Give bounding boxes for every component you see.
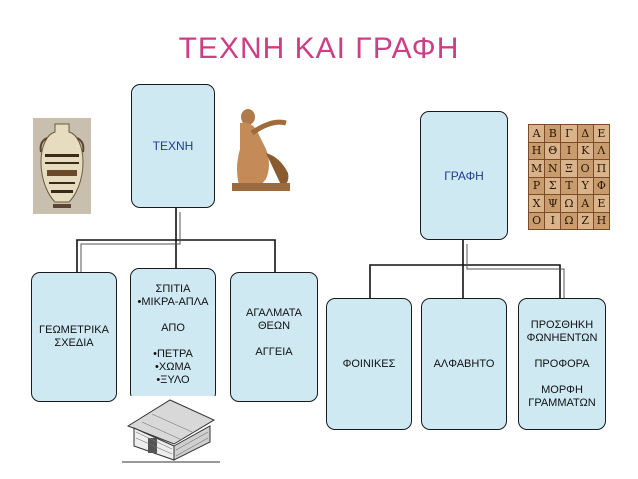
alphabet-tile: Π	[593, 160, 609, 177]
alphabet-tile: Α	[529, 125, 545, 142]
node-grafi-label: ΓΡΑΦΗ	[444, 168, 484, 183]
alphabet-tile: Ε	[593, 195, 609, 212]
alphabet-tiles-image: Α Β Γ Δ Ε Η Θ Ι Κ Λ Μ Ν Ξ Ο Π Ρ Σ Τ Υ Φ …	[528, 124, 610, 230]
node-line: ΦΩΝΗΕΝΤΩΝ	[526, 331, 598, 344]
alphabet-tile: Χ	[529, 195, 545, 212]
alphabet-tile: Θ	[545, 142, 561, 159]
node-geometric-designs: ΓΕΩΜΕΤΡΙΚΑ ΣΧΕΔΙΑ	[31, 272, 117, 402]
alphabet-tile: Γ	[561, 125, 577, 142]
node-houses: ΣΠΙΤΙΑ •ΜΙΚΡΑ-ΑΠΛΑ ΑΠΟ •ΠΕΤΡΑ •ΧΩΜΑ •ΞΥΛ…	[130, 268, 216, 402]
alphabet-tile: Ι	[545, 212, 561, 229]
node-line: ΠΡΟΦΟΡΑ	[534, 357, 590, 370]
node-line: •ΠΕΤΡΑ	[153, 348, 193, 360]
alphabet-tile: Η	[593, 212, 609, 229]
alphabet-tile: Ε	[593, 125, 609, 142]
alphabet-tile: Ρ	[529, 177, 545, 194]
amphora-image	[33, 118, 91, 214]
alphabet-tile: Λ	[593, 142, 609, 159]
node-line: ΦΟΙΝΙΚΕΣ	[342, 357, 396, 370]
alphabet-tile: Ν	[545, 160, 561, 177]
alphabet-tile: Η	[529, 142, 545, 159]
node-techni-label: ΤΕΧΝΗ	[152, 139, 194, 153]
node-vowels: ΠΡΟΣΘΗΚΗ ΦΩΝΗΕΝΤΩΝ ΠΡΟΦΟΡΑ ΜΟΡΦΗ ΓΡΑΜΜΑΤ…	[518, 298, 606, 430]
node-line: ΓΕΩΜΕΤΡΙΚΑ	[39, 324, 109, 336]
node-alphabet: ΑΛΦΑΒΗΤΟ	[421, 298, 507, 430]
node-grafi: ΓΡΑΦΗ	[420, 111, 508, 240]
alphabet-tile: Ι	[561, 142, 577, 159]
alphabet-tile: Ψ	[545, 195, 561, 212]
node-line: ΑΓΑΛΜΑΤΑ	[246, 307, 302, 319]
node-line: •ΧΩΜΑ	[155, 361, 191, 373]
node-line: ΠΡΟΣΘΗΚΗ	[530, 318, 594, 331]
node-line: ΑΛΦΑΒΗΤΟ	[433, 357, 495, 370]
node-line: ΑΓΓΕΙΑ	[255, 346, 293, 358]
node-techni: ΤΕΧΝΗ	[131, 84, 215, 208]
node-line: •ΞΥΛΟ	[156, 374, 190, 386]
alphabet-tile: Σ	[545, 177, 561, 194]
alphabet-tile: Δ	[577, 125, 593, 142]
alphabet-tile: Φ	[593, 177, 609, 194]
node-statues: ΑΓΑΛΜΑΤΑ ΘΕΩΝ ΑΓΓΕΙΑ	[230, 272, 318, 402]
house-image	[122, 396, 220, 466]
node-line: ΣΠΙΤΙΑ	[155, 283, 191, 295]
alphabet-tile: Ω	[561, 212, 577, 229]
statue-image	[222, 103, 300, 193]
alphabet-tile: Α	[577, 195, 593, 212]
alphabet-tile: Ζ	[577, 212, 593, 229]
alphabet-tile: Β	[545, 125, 561, 142]
node-line: ΓΡΑΜΜΑΤΩΝ	[528, 396, 596, 409]
alphabet-tile: Μ	[529, 160, 545, 177]
node-line: ΘΕΩΝ	[257, 320, 291, 332]
alphabet-tile: Κ	[577, 142, 593, 159]
node-line: •ΜΙΚΡΑ-ΑΠΛΑ	[137, 296, 209, 308]
node-line: ΜΟΡΦΗ	[541, 383, 583, 396]
page-title: ΤΕΧΝΗ ΚΑΙ ΓΡΑΦΗ	[178, 32, 460, 65]
alphabet-tile: Ο	[577, 160, 593, 177]
alphabet-tile: Ω	[561, 195, 577, 212]
node-line: ΣΧΕΔΙΑ	[54, 337, 94, 349]
alphabet-tile: Τ	[561, 177, 577, 194]
alphabet-tile: Ο	[529, 212, 545, 229]
alphabet-tile: Υ	[577, 177, 593, 194]
node-phoenicians: ΦΟΙΝΙΚΕΣ	[326, 298, 412, 430]
node-line: ΑΠΟ	[161, 322, 185, 334]
alphabet-tile: Ξ	[561, 160, 577, 177]
